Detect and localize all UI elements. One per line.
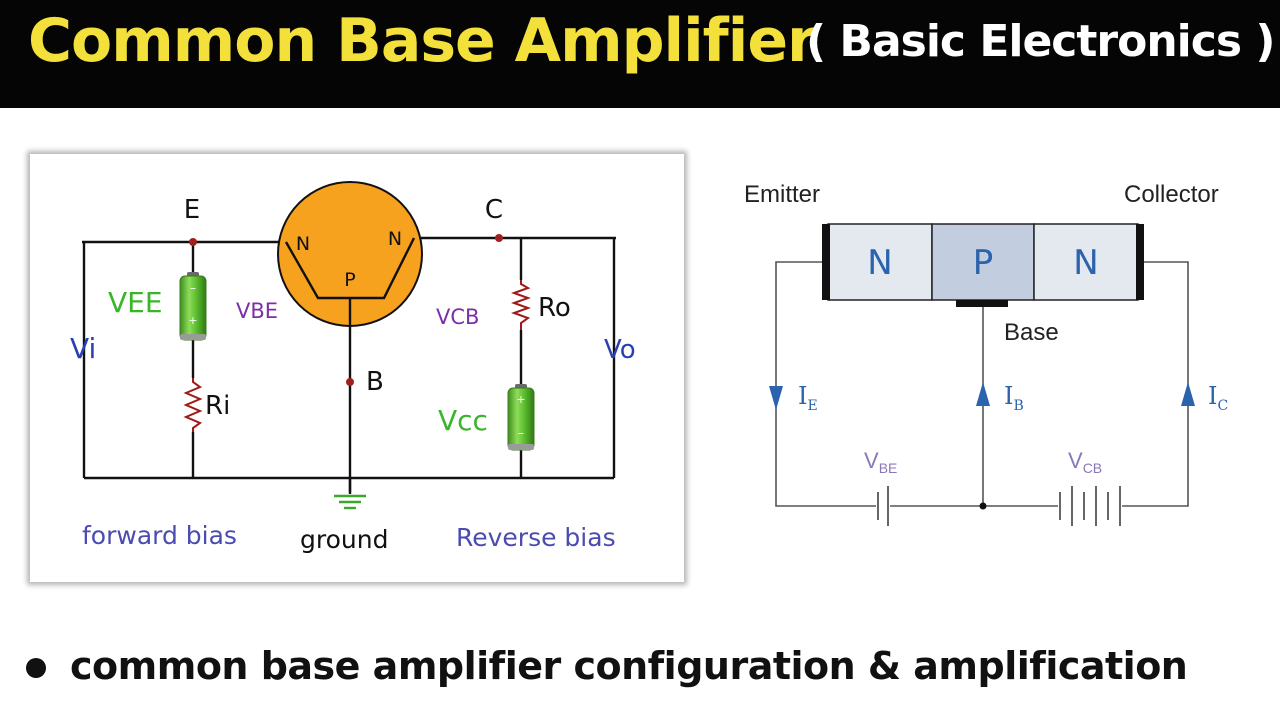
bullet-icon (26, 658, 46, 678)
forward-bias-label: forward bias (82, 521, 237, 550)
ri-resistor-icon (183, 378, 203, 432)
base-contact (956, 300, 1008, 307)
n-region-right (1033, 223, 1139, 301)
vcb-label: VCB (436, 305, 479, 329)
collector-label: Collector (1124, 181, 1219, 208)
ib-label: IB (1004, 382, 1024, 414)
base-label: Base (1004, 319, 1059, 346)
left-circuit: N N P E C B – + + – (70, 181, 636, 554)
ro-resistor-icon (511, 280, 531, 330)
terminal-e-label: E (184, 195, 200, 225)
transistor-p: P (344, 269, 355, 291)
vcc-battery-icon: + – (507, 384, 535, 451)
right-circuit: N P N Emitter Collector Base (744, 181, 1228, 526)
vcb-voltage-label: VCB (1068, 448, 1102, 476)
ground-icon (334, 478, 366, 510)
junction-dot (979, 502, 987, 510)
vee-label: VEE (108, 286, 163, 319)
ic-label: IC (1208, 382, 1228, 414)
ie-arrow-icon (769, 386, 783, 410)
ro-label: Ro (538, 293, 571, 323)
transistor-n-right: N (388, 228, 402, 250)
p-region (931, 223, 1035, 301)
region-n-right-label: N (1073, 243, 1098, 283)
region-n-left-label: N (867, 243, 892, 283)
page-subtitle: ( Basic Electronics ) (806, 16, 1275, 67)
emitter-contact (822, 224, 830, 300)
ic-arrow-icon (1181, 382, 1195, 406)
vcc-label: Vcc (438, 404, 488, 437)
svg-text:+: + (188, 314, 197, 327)
terminal-b-label: B (366, 367, 384, 397)
ri-label: Ri (205, 391, 230, 421)
page-title: Common Base Amplifier (28, 6, 817, 76)
collector-contact (1136, 224, 1144, 300)
ground-label: ground (300, 525, 388, 554)
vee-battery-icon: – + (179, 272, 207, 341)
reverse-bias-label: Reverse bias (456, 523, 616, 552)
vbe-label: VBE (236, 299, 278, 323)
transistor-n-left: N (296, 233, 310, 255)
ie-label: IE (798, 382, 818, 414)
title-bar: Common Base Amplifier ( Basic Electronic… (0, 0, 1280, 108)
vbe-battery-icon (877, 486, 889, 526)
vcb-battery-icon (1059, 486, 1121, 526)
svg-text:–: – (518, 426, 524, 440)
vo-label: Vo (604, 335, 636, 365)
svg-text:+: + (516, 393, 525, 406)
bullet-text: common base amplifier configuration & am… (70, 644, 1188, 688)
vbe-voltage-label: VBE (864, 448, 897, 476)
svg-text:–: – (190, 281, 196, 295)
node-dots (189, 234, 503, 386)
vi-label: Vi (70, 332, 96, 365)
terminal-c-label: C (485, 195, 503, 225)
ib-arrow-icon (976, 382, 990, 406)
region-p-label: P (973, 243, 994, 283)
emitter-label: Emitter (744, 181, 820, 208)
